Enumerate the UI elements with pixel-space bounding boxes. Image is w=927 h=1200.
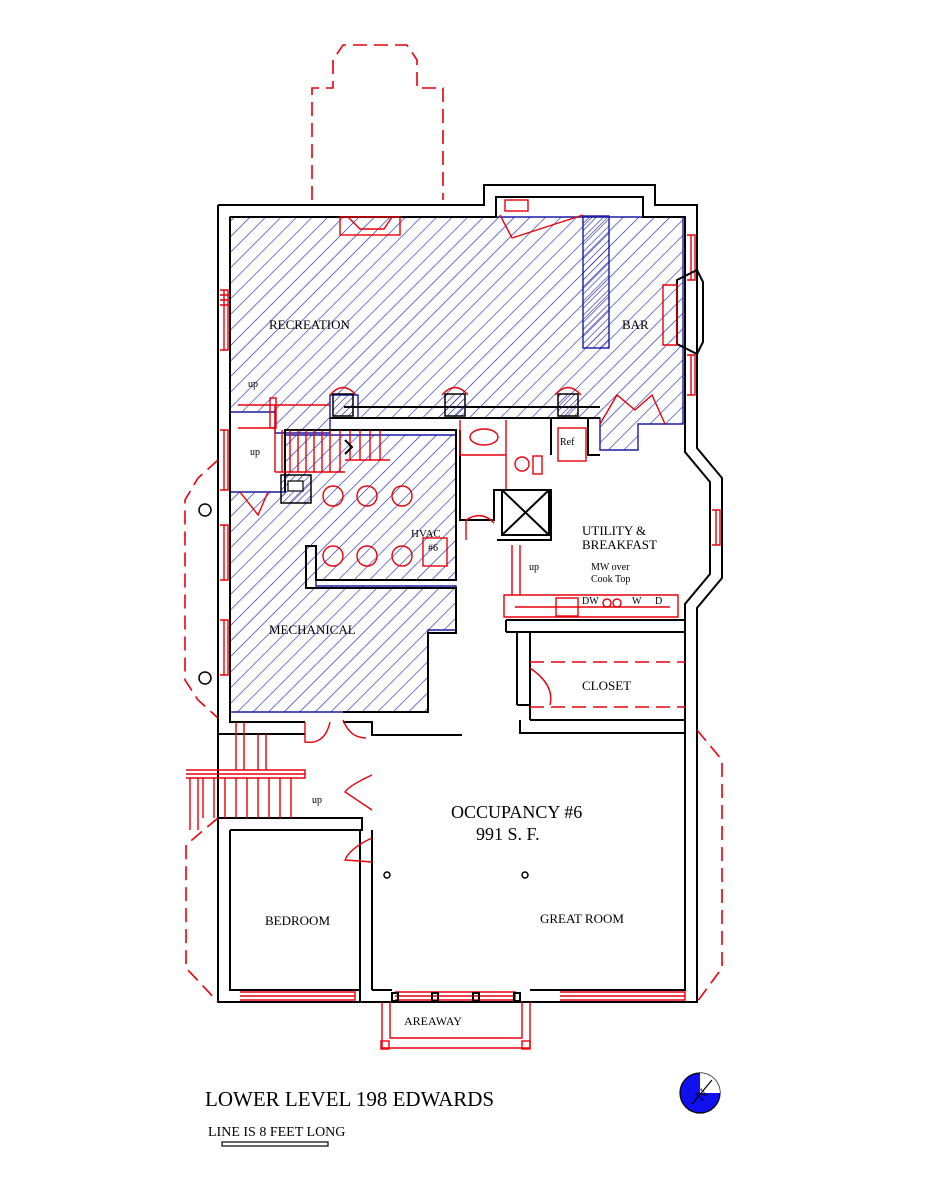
refrigerator bbox=[557, 427, 587, 462]
bathroom-fixtures bbox=[459, 420, 587, 536]
plan-title: LOWER LEVEL 198 EDWARDS bbox=[205, 1087, 494, 1111]
areaway-structure bbox=[380, 992, 531, 1050]
scale-bar bbox=[221, 1141, 329, 1147]
room-label-recreation: RECREATION bbox=[269, 317, 351, 332]
right-bay-outline bbox=[696, 729, 723, 1003]
stair-up-label-3: up bbox=[529, 562, 539, 573]
room-label-bedroom: BEDROOM bbox=[265, 913, 330, 928]
exterior-stairs bbox=[186, 722, 306, 830]
fixture-label-w: W bbox=[632, 596, 642, 607]
room-label-bar: BAR bbox=[622, 317, 649, 332]
post-1 bbox=[198, 503, 212, 517]
columns bbox=[329, 386, 582, 417]
room-label-areaway: AREAWAY bbox=[404, 1014, 462, 1028]
post-3 bbox=[383, 871, 391, 879]
porch-outline-top bbox=[311, 44, 444, 200]
stair-up-label-1: up bbox=[248, 379, 258, 390]
closet-door-swing bbox=[529, 667, 552, 706]
left-bay-outline bbox=[184, 459, 219, 719]
bar-sink bbox=[504, 199, 529, 212]
stair-main bbox=[238, 397, 390, 473]
hvac-unit bbox=[422, 537, 448, 567]
stair-up-label-4: up bbox=[312, 795, 322, 806]
bedroom-bay-outline bbox=[185, 817, 219, 1003]
post-2 bbox=[198, 671, 212, 685]
room-label-hvac: HVAC bbox=[411, 528, 441, 540]
post-4 bbox=[521, 871, 529, 879]
room-label-great-room: GREAT ROOM bbox=[540, 911, 624, 926]
occupancy-area: 991 S. F. bbox=[476, 824, 540, 844]
mechanical-hatch bbox=[229, 434, 457, 713]
mw-note-1: MW over bbox=[591, 562, 630, 573]
fixture-label-d: D bbox=[655, 596, 662, 607]
fixture-label-ref: Ref bbox=[560, 437, 575, 448]
hvac-number: #6 bbox=[428, 543, 438, 554]
room-label-mechanical: MECHANICAL bbox=[269, 622, 356, 637]
room-label-utility-2: BREAKFAST bbox=[582, 537, 657, 552]
room-label-utility-1: UTILITY & bbox=[582, 523, 646, 538]
bay-window-sill bbox=[662, 284, 678, 346]
kitchen-counter bbox=[503, 545, 679, 618]
room-label-closet: CLOSET bbox=[582, 678, 631, 693]
fixture-label-dw: DW bbox=[582, 596, 599, 607]
mechanical-tanks bbox=[322, 485, 413, 567]
stair-up-label-2: up bbox=[250, 447, 260, 458]
north-arrow-icon: N bbox=[679, 1072, 721, 1114]
door-swings bbox=[239, 393, 666, 863]
scale-note: LINE IS 8 FEET LONG bbox=[208, 1125, 345, 1140]
closet-shelf bbox=[530, 661, 685, 708]
occupancy-title: OCCUPANCY #6 bbox=[451, 802, 582, 822]
fireplace bbox=[339, 216, 401, 236]
mw-note-2: Cook Top bbox=[591, 574, 630, 585]
bar-counter-hatch bbox=[582, 215, 610, 349]
